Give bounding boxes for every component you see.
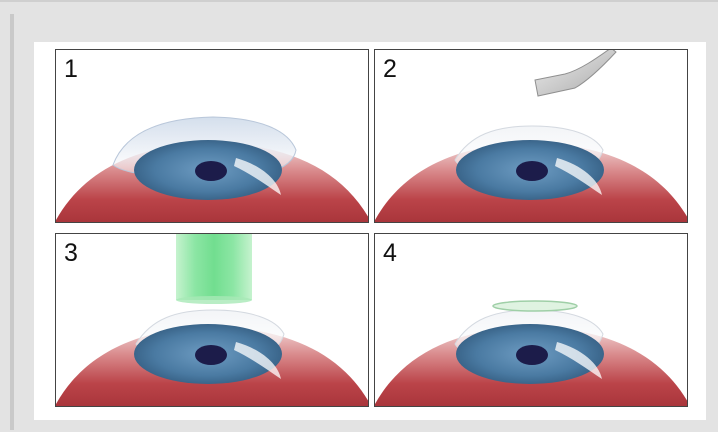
eye-illustration <box>375 234 688 407</box>
pupil <box>195 161 227 181</box>
eye-illustration <box>56 234 369 407</box>
step-number: 4 <box>383 241 397 266</box>
corneal-ring <box>493 301 577 311</box>
laser-spot <box>176 296 252 304</box>
figure-card: 1 2 3 <box>34 42 706 420</box>
scraper-blade <box>535 50 616 96</box>
pupil <box>195 345 227 365</box>
step-number: 1 <box>64 57 78 82</box>
step-panel-2: 2 <box>374 49 688 223</box>
step-panel-4: 4 <box>374 233 688 407</box>
step-panel-1: 1 <box>55 49 369 223</box>
step-number: 2 <box>383 57 397 82</box>
pupil <box>516 161 548 181</box>
eye-illustration <box>375 50 688 223</box>
step-panel-3: 3 <box>55 233 369 407</box>
step-number: 3 <box>64 241 78 266</box>
laser-beam <box>176 234 252 300</box>
pupil <box>516 345 548 365</box>
eye-illustration <box>56 50 369 223</box>
